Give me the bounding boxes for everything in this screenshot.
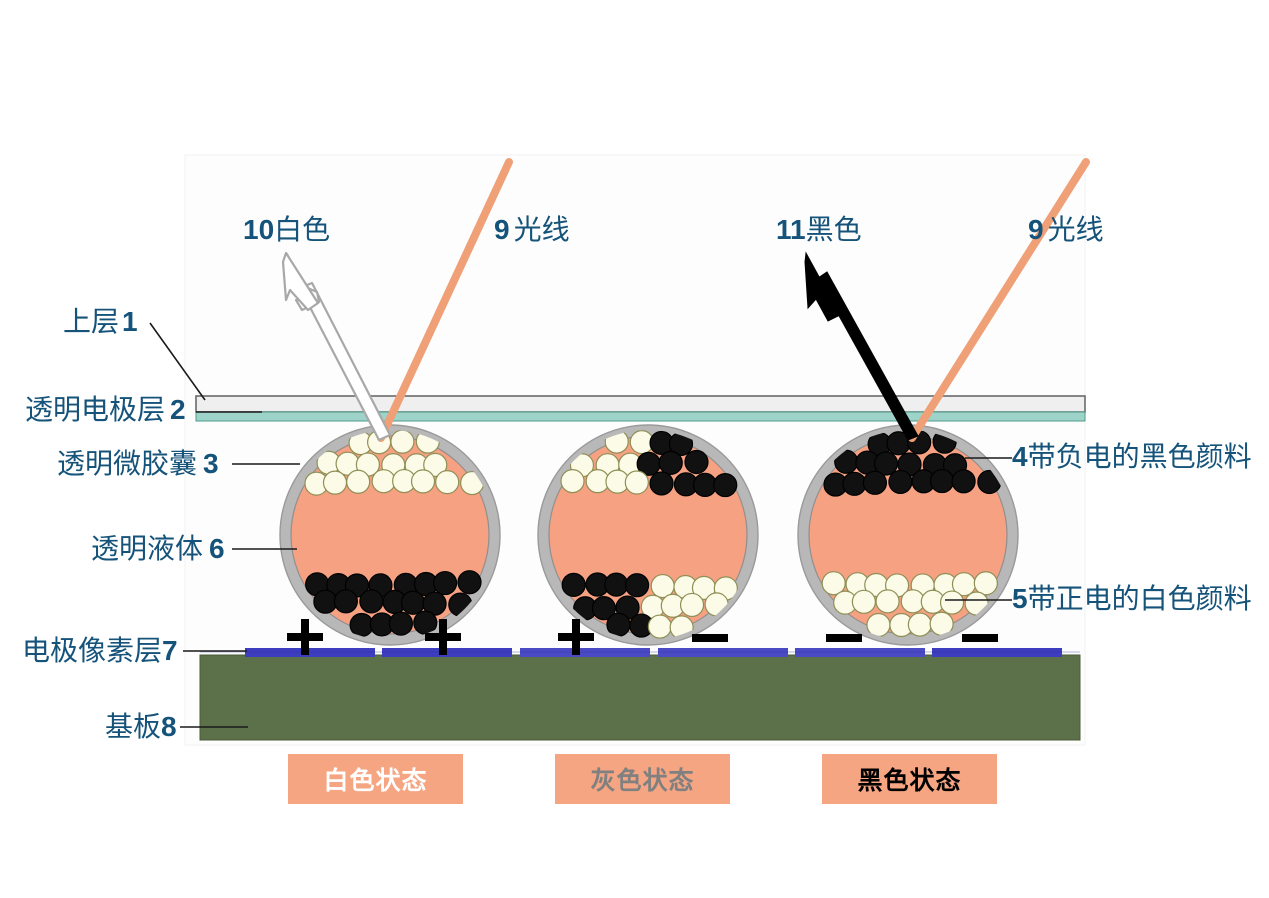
callout-9a-text: 光线 — [513, 214, 570, 245]
leader-lines-left — [149, 322, 300, 728]
leader-lines-right — [945, 457, 1012, 601]
callout-5-number: 5 — [1012, 583, 1028, 614]
callout-5-white-pigment: 5带正电的白色颜料 — [1012, 585, 1252, 613]
callout-8-text: 基板 — [105, 711, 162, 742]
light-rays — [377, 158, 1090, 442]
callout-8-number: 8 — [161, 711, 177, 742]
callout-11-text: 黑色 — [805, 214, 862, 245]
light-ray-left — [377, 158, 513, 442]
electrode-sign-plus-1 — [287, 619, 323, 655]
callout-4-number: 4 — [1012, 441, 1028, 472]
callout-4-text: 带负电的黑色颜料 — [1027, 441, 1252, 472]
callout-7-number: 7 — [162, 635, 178, 666]
leader-1 — [149, 322, 206, 401]
callout-7-electrode-pixel-layer: 电极像素层7 — [22, 637, 178, 665]
microcapsule-black-state — [797, 424, 1019, 646]
top-layers — [195, 395, 1086, 422]
callout-10-text: 白色 — [274, 214, 331, 245]
light-ray-right — [908, 158, 1090, 442]
callout-9a-number: 9 — [494, 214, 510, 245]
callout-2-text: 透明电极层 — [25, 394, 166, 425]
callout-1-text: 上层 — [63, 306, 120, 337]
callout-1-number: 1 — [122, 306, 138, 337]
electrode-signs — [287, 619, 998, 655]
electrode-pixel-layer — [200, 648, 1080, 657]
callout-9b-number: 9 — [1028, 214, 1044, 245]
state-box-white: 白色状态 — [288, 754, 463, 804]
callout-6-number: 6 — [209, 533, 225, 564]
reflected-white-arrow — [281, 251, 392, 442]
microcapsule-white-state — [279, 424, 501, 646]
microcapsule-gray-state — [537, 424, 759, 646]
callout-11-black: 11黑色 — [776, 216, 862, 244]
callout-3-text: 透明微胶囊 — [57, 448, 198, 479]
substrate-layer — [199, 654, 1081, 741]
callout-9b-text: 光线 — [1047, 214, 1104, 245]
reflected-black-arrow — [804, 251, 919, 441]
top-layer-1 — [195, 395, 1086, 413]
state-box-black: 黑色状态 — [822, 754, 997, 804]
callout-8-substrate: 基板8 — [105, 713, 177, 741]
callout-11-number: 11 — [776, 214, 806, 245]
callout-5-text: 带正电的白色颜料 — [1027, 583, 1252, 614]
callout-10-number: 10 — [243, 214, 275, 245]
callout-6-text: 透明液体 — [91, 533, 204, 564]
callout-7-text: 电极像素层 — [22, 635, 163, 666]
electrode-sign-minus-1 — [692, 634, 728, 642]
electrode-sign-plus-2 — [425, 619, 461, 655]
electrode-sign-plus-3 — [558, 619, 594, 655]
electrode-sign-minus-2 — [826, 634, 862, 642]
callout-10-white: 10白色 — [243, 216, 330, 244]
callout-2-number: 2 — [170, 394, 186, 425]
state-box-gray: 灰色状态 — [555, 754, 730, 804]
pigment-particles-B — [560, 430, 738, 640]
callout-3-number: 3 — [203, 448, 219, 479]
state-label-black: 黑色状态 — [857, 767, 962, 795]
electrode-sign-minus-3 — [962, 634, 998, 642]
state-label-white: 白色状态 — [323, 767, 428, 795]
state-label-gray: 灰色状态 — [590, 767, 695, 795]
transparent-electrode-layer-2 — [195, 411, 1086, 422]
callout-4-black-pigment: 4带负电的黑色颜料 — [1012, 443, 1252, 471]
